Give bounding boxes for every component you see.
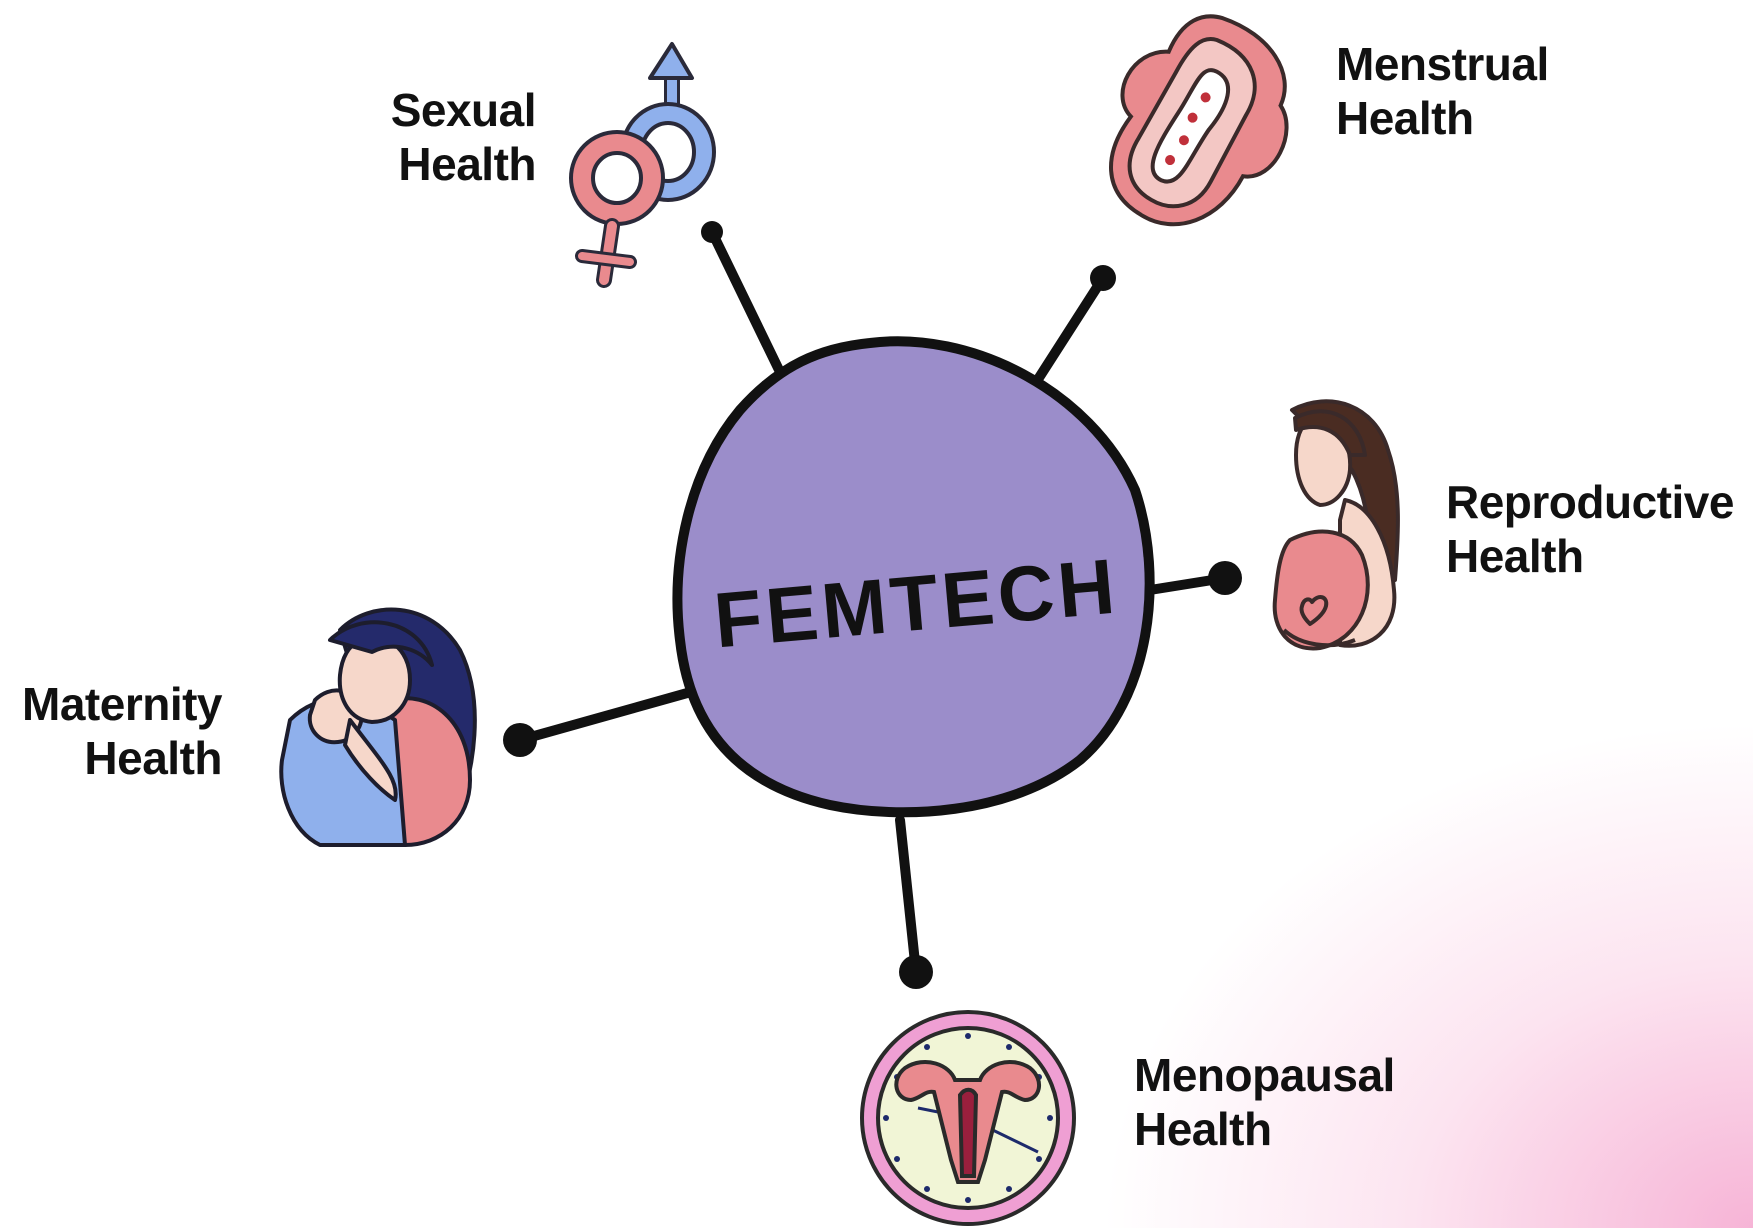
label-reproductive: Reproductive Health (1446, 475, 1734, 583)
label-reproductive-line1: Reproductive (1446, 475, 1734, 529)
connector-menopausal (900, 820, 916, 972)
label-menopausal-line1: Menopausal (1134, 1048, 1395, 1102)
uterus-clock-icon (862, 1012, 1074, 1224)
dot-reproductive (1208, 561, 1242, 595)
label-maternity-line2: Health (0, 731, 222, 785)
sanitary-pad-icon (1073, 0, 1324, 259)
label-menstrual-line2: Health (1336, 91, 1549, 145)
connector-sexual (712, 232, 780, 372)
dot-maternity (503, 723, 537, 757)
label-menstrual-line1: Menstrual (1336, 37, 1549, 91)
label-sexual-line2: Health (320, 137, 536, 191)
label-maternity-line1: Maternity (0, 677, 222, 731)
label-sexual-line1: Sexual (320, 83, 536, 137)
label-menopausal: Menopausal Health (1134, 1048, 1395, 1156)
label-reproductive-line2: Health (1446, 529, 1734, 583)
gender-symbols-icon (571, 44, 714, 280)
label-sexual: Sexual Health (320, 83, 536, 191)
label-menopausal-line2: Health (1134, 1102, 1395, 1156)
pregnant-woman-icon (1275, 401, 1398, 648)
dot-menopausal (899, 955, 933, 989)
label-maternity: Maternity Health (0, 677, 222, 785)
mother-baby-icon (281, 610, 475, 845)
dot-menstrual (1090, 265, 1116, 291)
dot-sexual (701, 221, 723, 243)
label-menstrual: Menstrual Health (1336, 37, 1549, 145)
connector-maternity (520, 690, 698, 740)
